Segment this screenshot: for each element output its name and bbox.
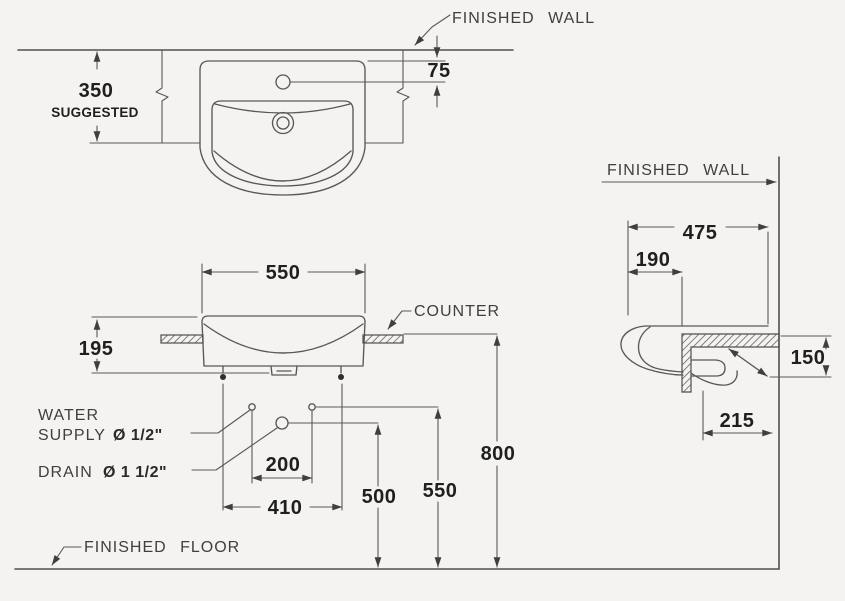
counter-section-left <box>160 334 204 344</box>
dim-550h-value: 550 <box>423 480 458 502</box>
water-supply-point-right <box>308 403 316 411</box>
drain-point <box>275 416 289 430</box>
basin-side-front-shell <box>620 325 684 376</box>
dim-350-suggested-label: SUGGESTED <box>51 105 138 120</box>
dim-350-value: 350 <box>79 80 114 102</box>
fixing-bolt-right-dot <box>338 374 344 380</box>
drain-leader <box>191 427 278 471</box>
counter-section-side <box>681 333 780 393</box>
counter-section-right <box>362 334 404 344</box>
finished-floor-label: FINISHED FLOOR <box>84 539 240 556</box>
basin-elevation-bowl-curve <box>203 323 364 354</box>
dim-190-value: 190 <box>636 249 671 271</box>
dim-410-value: 410 <box>268 497 303 519</box>
basin-side-underside <box>690 370 738 386</box>
drain-label: DRAIN <box>38 464 93 481</box>
basin-elevation-outline <box>201 315 366 367</box>
dim-150-value: 150 <box>791 347 826 369</box>
water-supply-label-line1: WATER <box>38 407 99 424</box>
drain-direction-arrow-icon <box>728 348 768 377</box>
water-supply-diameter: Ø 1/2" <box>113 427 163 444</box>
side-section-view: FINISHED WALL 475 190 150 215 <box>601 156 832 570</box>
faucet-hole <box>275 74 291 90</box>
extension-line-left-with-break <box>155 49 169 144</box>
extension-line-right-with-break <box>396 49 410 144</box>
counter-label: COUNTER <box>414 303 500 320</box>
plan-view: FINISHED WALL 350 SUGGESTED 75 <box>17 10 595 196</box>
drain-diameter: Ø 1 1/2" <box>103 464 167 481</box>
dim-550-value: 550 <box>266 262 301 284</box>
basin-plan-front-rim-curve <box>213 150 352 182</box>
dim-195-value: 195 <box>79 338 114 360</box>
dim-215-value: 215 <box>720 410 755 432</box>
water-supply-label-line2: SUPPLY <box>38 427 106 444</box>
dim-200-value: 200 <box>266 454 301 476</box>
drain-hole-outer <box>271 111 295 135</box>
floor: FINISHED FLOOR <box>14 539 780 570</box>
finished-wall-side-label: FINISHED WALL <box>607 162 750 179</box>
basin-side-inner-wall <box>637 326 684 373</box>
rough-in-points: WATER SUPPLY Ø 1/2" DRAIN Ø 1 1/2" 200 4… <box>38 383 458 568</box>
basin-plan-rear-ledge-curve <box>214 103 351 114</box>
drain-fitting <box>270 365 298 376</box>
water-supply-leader <box>190 409 251 434</box>
dim-800-value: 800 <box>481 443 516 465</box>
finished-floor-leader-arrow-icon <box>51 546 82 566</box>
water-supply-point-left <box>248 403 256 411</box>
basin-plan-bowl <box>211 100 354 187</box>
basin-plan-outline <box>199 60 366 196</box>
front-elevation-view: 550 195 COUNTER 800 <box>79 262 516 568</box>
dim-75-value: 75 <box>427 60 450 82</box>
fixing-bolt-left-dot <box>220 374 226 380</box>
finished-wall-top-leader-arrow-icon <box>414 14 451 46</box>
dim-500-value: 500 <box>362 486 397 508</box>
basin-side-outlet-stub <box>690 359 726 377</box>
counter-leader-arrow-icon <box>387 310 412 330</box>
finished-wall-top-label: FINISHED WALL <box>452 10 595 27</box>
dim-475-value: 475 <box>683 222 718 244</box>
drain-hole-inner <box>276 116 290 130</box>
